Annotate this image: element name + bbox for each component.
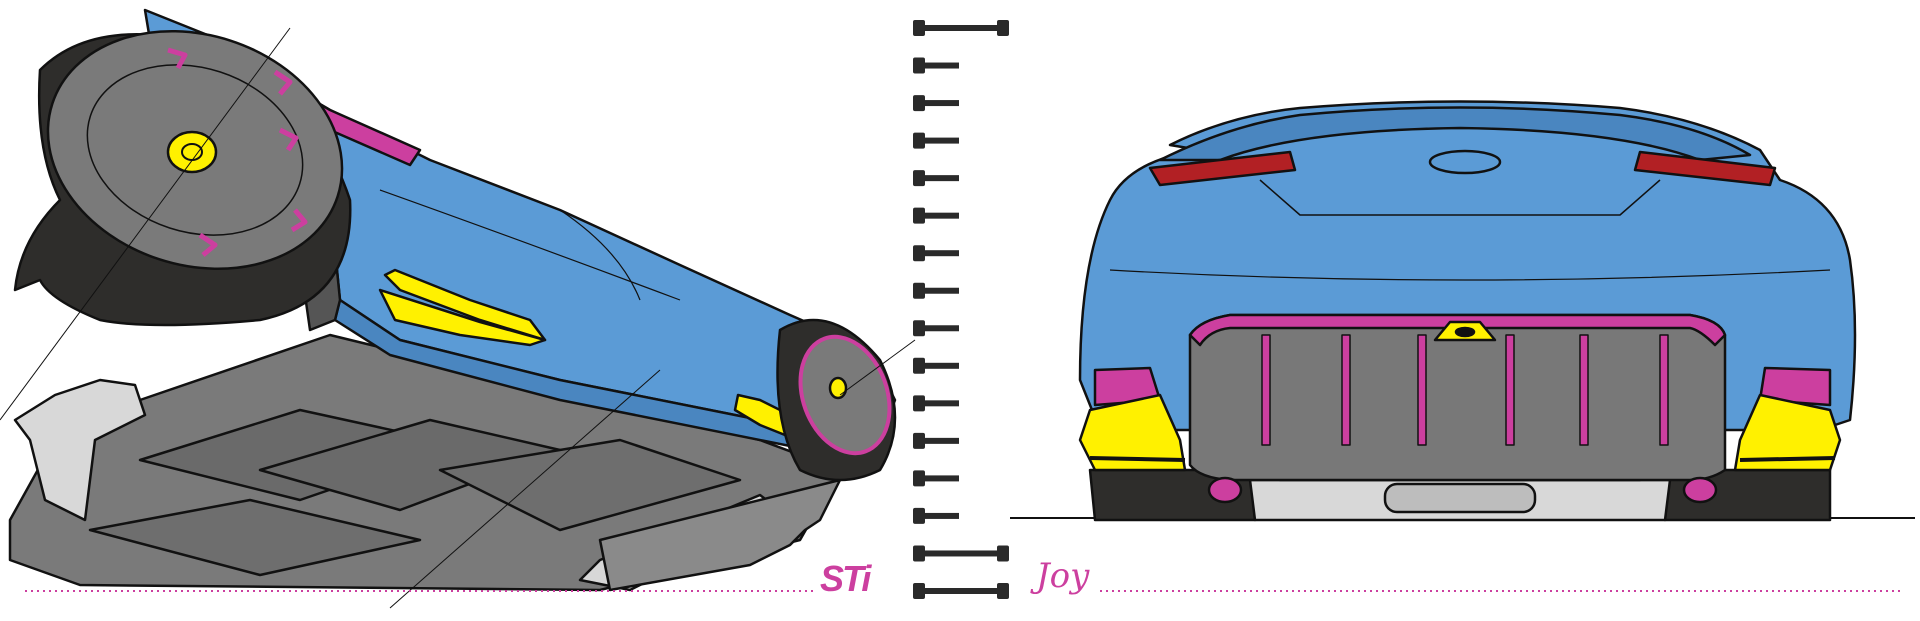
scale-tick-head <box>913 507 925 524</box>
front-hub-nut <box>828 376 848 400</box>
diffuser-fins <box>598 478 842 592</box>
yellow-vent-front <box>383 268 547 342</box>
scale-tick-tail <box>997 20 1009 36</box>
brake-clip-2 <box>278 127 299 152</box>
construction-line-2 <box>389 369 661 609</box>
scale-tick-head <box>913 207 925 224</box>
scale-tick-head <box>913 470 925 487</box>
scale-tick-tail <box>997 545 1009 562</box>
diffuser-trim-magenta <box>1188 313 1727 347</box>
scale-tick-head <box>913 282 925 299</box>
brake-clip-4 <box>198 232 218 257</box>
trunk-crease <box>1259 179 1661 216</box>
brake-clip-1 <box>167 47 188 70</box>
scale-tick-head <box>913 395 925 412</box>
scale-tick-head <box>913 95 925 112</box>
body-crease <box>379 189 681 301</box>
scale-tick-head <box>913 583 925 599</box>
brake-caliper-left <box>1207 476 1243 504</box>
floor-panel-4 <box>438 438 742 532</box>
scale-tick-bar <box>915 362 959 369</box>
construction-line-3 <box>839 339 916 396</box>
suspension-arm-left <box>13 378 147 522</box>
corner-black-line-right <box>1739 456 1836 462</box>
sti-logo: STi <box>820 558 871 599</box>
corner-black-line-left <box>1089 456 1186 462</box>
scale-tick-bar <box>915 212 959 219</box>
scale-tick-bar <box>915 588 1007 594</box>
diffuser-fin-2 <box>1341 334 1351 446</box>
scale-tick-head <box>913 20 925 36</box>
scale-tick-head <box>913 320 925 337</box>
underside-view <box>0 8 916 609</box>
side-vent-right <box>1758 366 1832 407</box>
corner-yellow-right <box>1733 393 1842 472</box>
yellow-vent-front-2 <box>378 288 547 347</box>
scale-tick-bar <box>915 437 959 444</box>
rear-wheel <box>13 29 352 327</box>
corner-yellow-left <box>1078 393 1187 472</box>
diffuser-fin-6 <box>1659 334 1669 446</box>
vertical-scale-bar <box>913 20 1009 599</box>
scale-tick-head <box>913 245 925 262</box>
scale-tick-bar <box>915 400 959 407</box>
scale-tick-head <box>913 545 925 562</box>
brake-caliper-right <box>1682 476 1718 504</box>
scale-tick-bar <box>915 100 959 107</box>
rear-rim-inner <box>86 64 304 236</box>
scale-tick-bar <box>915 287 959 294</box>
scale-tick-bar <box>915 325 959 332</box>
roof-top <box>1158 106 1752 162</box>
scale-tick-head <box>913 170 925 187</box>
construction-line-1 <box>0 27 291 421</box>
scale-tick-bar <box>915 62 959 69</box>
scale-tick-bar <box>915 475 959 482</box>
scale-tick-head <box>913 57 925 74</box>
diffuser-fin-4 <box>1505 334 1515 446</box>
diffuser-fin-3 <box>1417 334 1427 446</box>
rear-hub-nut <box>166 130 218 174</box>
scale-tick-bar <box>915 25 1007 31</box>
scale-tick-bar <box>915 550 1007 557</box>
scale-tick-head <box>913 132 925 149</box>
scale-tick-head <box>913 432 925 449</box>
tail-light-left <box>1148 150 1297 187</box>
floor-panel-3 <box>88 498 422 577</box>
body-crease-2 <box>559 209 641 301</box>
diffuser-fin-1 <box>1261 334 1271 446</box>
bumper-crease <box>1109 269 1831 281</box>
scale-tick-bar <box>915 137 959 144</box>
scale-tick-head <box>913 357 925 374</box>
scale-tick-tail <box>997 583 1009 599</box>
scale-tick-bar <box>915 512 959 519</box>
rear-view <box>1010 100 1915 522</box>
artist-signature: Joy <box>1036 556 1090 596</box>
diffuser-fin-5 <box>1579 334 1589 446</box>
scale-tick-bar <box>915 250 959 257</box>
tow-hook-hole <box>1454 326 1476 338</box>
rear-emblem <box>1428 149 1502 175</box>
front-wheel <box>776 318 897 482</box>
brake-clip-3 <box>290 208 308 233</box>
scale-tick-bar <box>915 175 959 182</box>
tail-light-right <box>1633 150 1777 187</box>
brake-clip-5 <box>273 69 293 96</box>
exhaust-muffler <box>1383 482 1537 514</box>
